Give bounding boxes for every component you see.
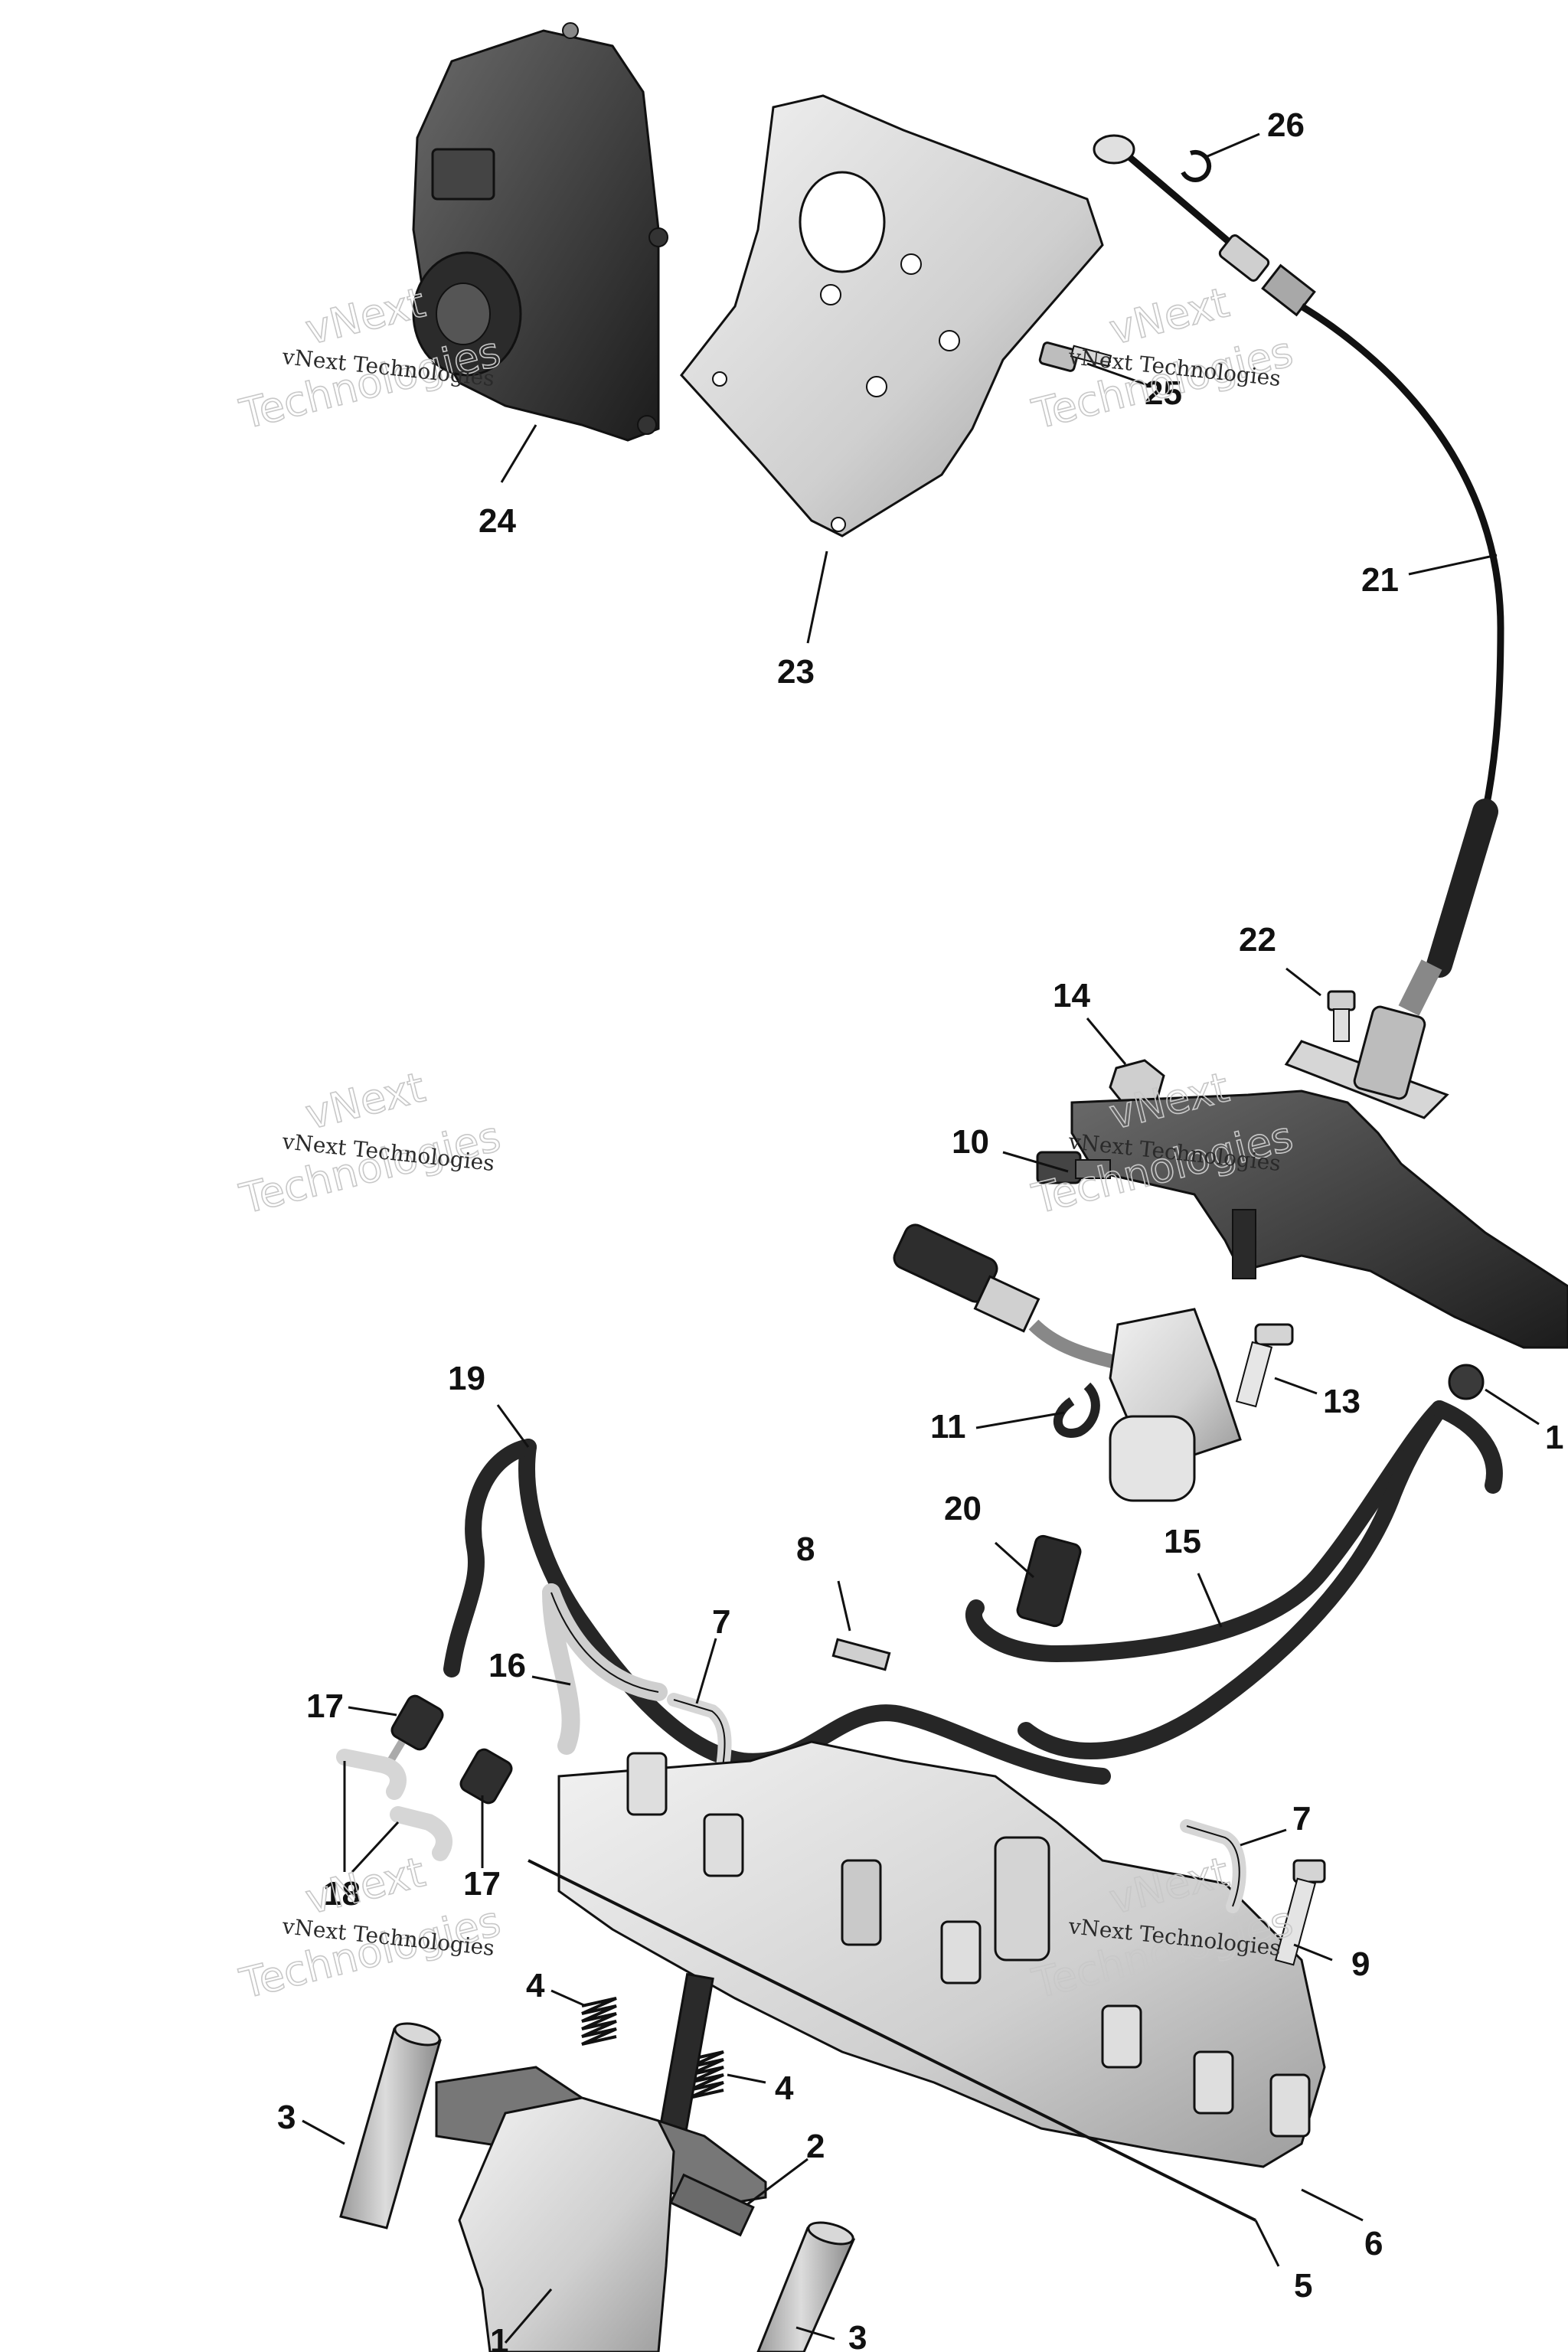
part-7-fitting-lower — [1180, 1819, 1246, 1913]
part-5-gasket — [528, 1859, 1256, 2222]
callout-1-ball: 1 — [1545, 1419, 1563, 1456]
svg-text:vNext: vNext — [301, 278, 430, 354]
part-22-screw — [1327, 990, 1356, 1042]
lever-housing — [1070, 1089, 1568, 1349]
callout-21: 21 — [1361, 561, 1399, 599]
part-16-hose — [542, 1583, 668, 1755]
part-23-mounting-bracket — [680, 94, 1104, 537]
part-2-shift-fork — [435, 1972, 767, 2352]
callout-17-lower: 17 — [463, 1865, 501, 1903]
part-3-rod-right — [756, 2221, 856, 2352]
part-3-rod-left — [339, 2022, 442, 2230]
part-1-ball — [1448, 1364, 1485, 1400]
callout-20: 20 — [944, 1490, 982, 1527]
callout-11: 11 — [930, 1408, 966, 1446]
callout-5: 5 — [1294, 2267, 1312, 2305]
part-17-check-valve-upper — [387, 1694, 444, 1763]
part-8-pin — [831, 1638, 891, 1671]
part-9-bolt — [1274, 1859, 1326, 1966]
part-26-clip — [1181, 149, 1212, 182]
callout-23: 23 — [777, 653, 815, 691]
callout-4-right: 4 — [775, 2069, 794, 2107]
callout-3-left: 3 — [277, 2099, 296, 2136]
callout-22: 22 — [1239, 921, 1276, 959]
callout-labels: 26 25 24 23 21 22 14 10 13 1 11 19 20 15… — [277, 106, 1563, 2352]
part-11-sensor — [893, 1223, 1242, 1502]
svg-text:vNext: vNext — [1105, 278, 1233, 354]
part-4-spring-left — [581, 1997, 617, 2046]
part-18-hose-segment-lower — [390, 1806, 452, 1861]
callout-8: 8 — [796, 1530, 815, 1568]
part-21-cable — [1093, 134, 1504, 1016]
callout-7-lower: 7 — [1292, 1800, 1311, 1838]
callout-10: 10 — [952, 1123, 989, 1161]
part-6-housing — [557, 1740, 1326, 2168]
callout-1-fork: 1 — [490, 2322, 508, 2352]
svg-text:vNext: vNext — [301, 1063, 430, 1138]
callout-24: 24 — [479, 502, 516, 540]
callout-26: 26 — [1267, 106, 1305, 144]
callout-18: 18 — [323, 1875, 361, 1913]
callout-6: 6 — [1364, 2225, 1383, 2262]
callout-13: 13 — [1323, 1383, 1361, 1420]
callout-19: 19 — [448, 1360, 485, 1397]
part-13-bolt — [1235, 1323, 1294, 1408]
cable-retaining-plate — [1284, 1005, 1449, 1119]
watermark-mid-left: vNext Technologies vNext Technologies — [234, 1063, 505, 1224]
leader-lines — [302, 132, 1540, 2344]
callout-25: 25 — [1145, 374, 1182, 412]
callout-16: 16 — [488, 1647, 526, 1684]
callout-7-upper: 7 — [712, 1603, 730, 1641]
callout-4-left: 4 — [526, 1967, 545, 2004]
callout-2: 2 — [806, 2128, 825, 2165]
part-17-check-valve-lower — [459, 1748, 513, 1805]
part-24-actuator-motor — [412, 22, 668, 442]
watermark-top-right: vNext Technologies vNext Technologies — [1027, 278, 1298, 439]
part-20-sensor — [1016, 1534, 1082, 1628]
part-15-hose — [965, 1400, 1503, 1759]
part-25-screw — [1038, 341, 1112, 372]
callout-9: 9 — [1351, 1945, 1370, 1983]
callout-15: 15 — [1164, 1523, 1201, 1560]
part-18-hose-segment-upper — [336, 1749, 407, 1800]
callout-17-upper: 17 — [306, 1687, 344, 1725]
callout-14: 14 — [1053, 977, 1090, 1014]
callout-3-right: 3 — [848, 2319, 867, 2352]
